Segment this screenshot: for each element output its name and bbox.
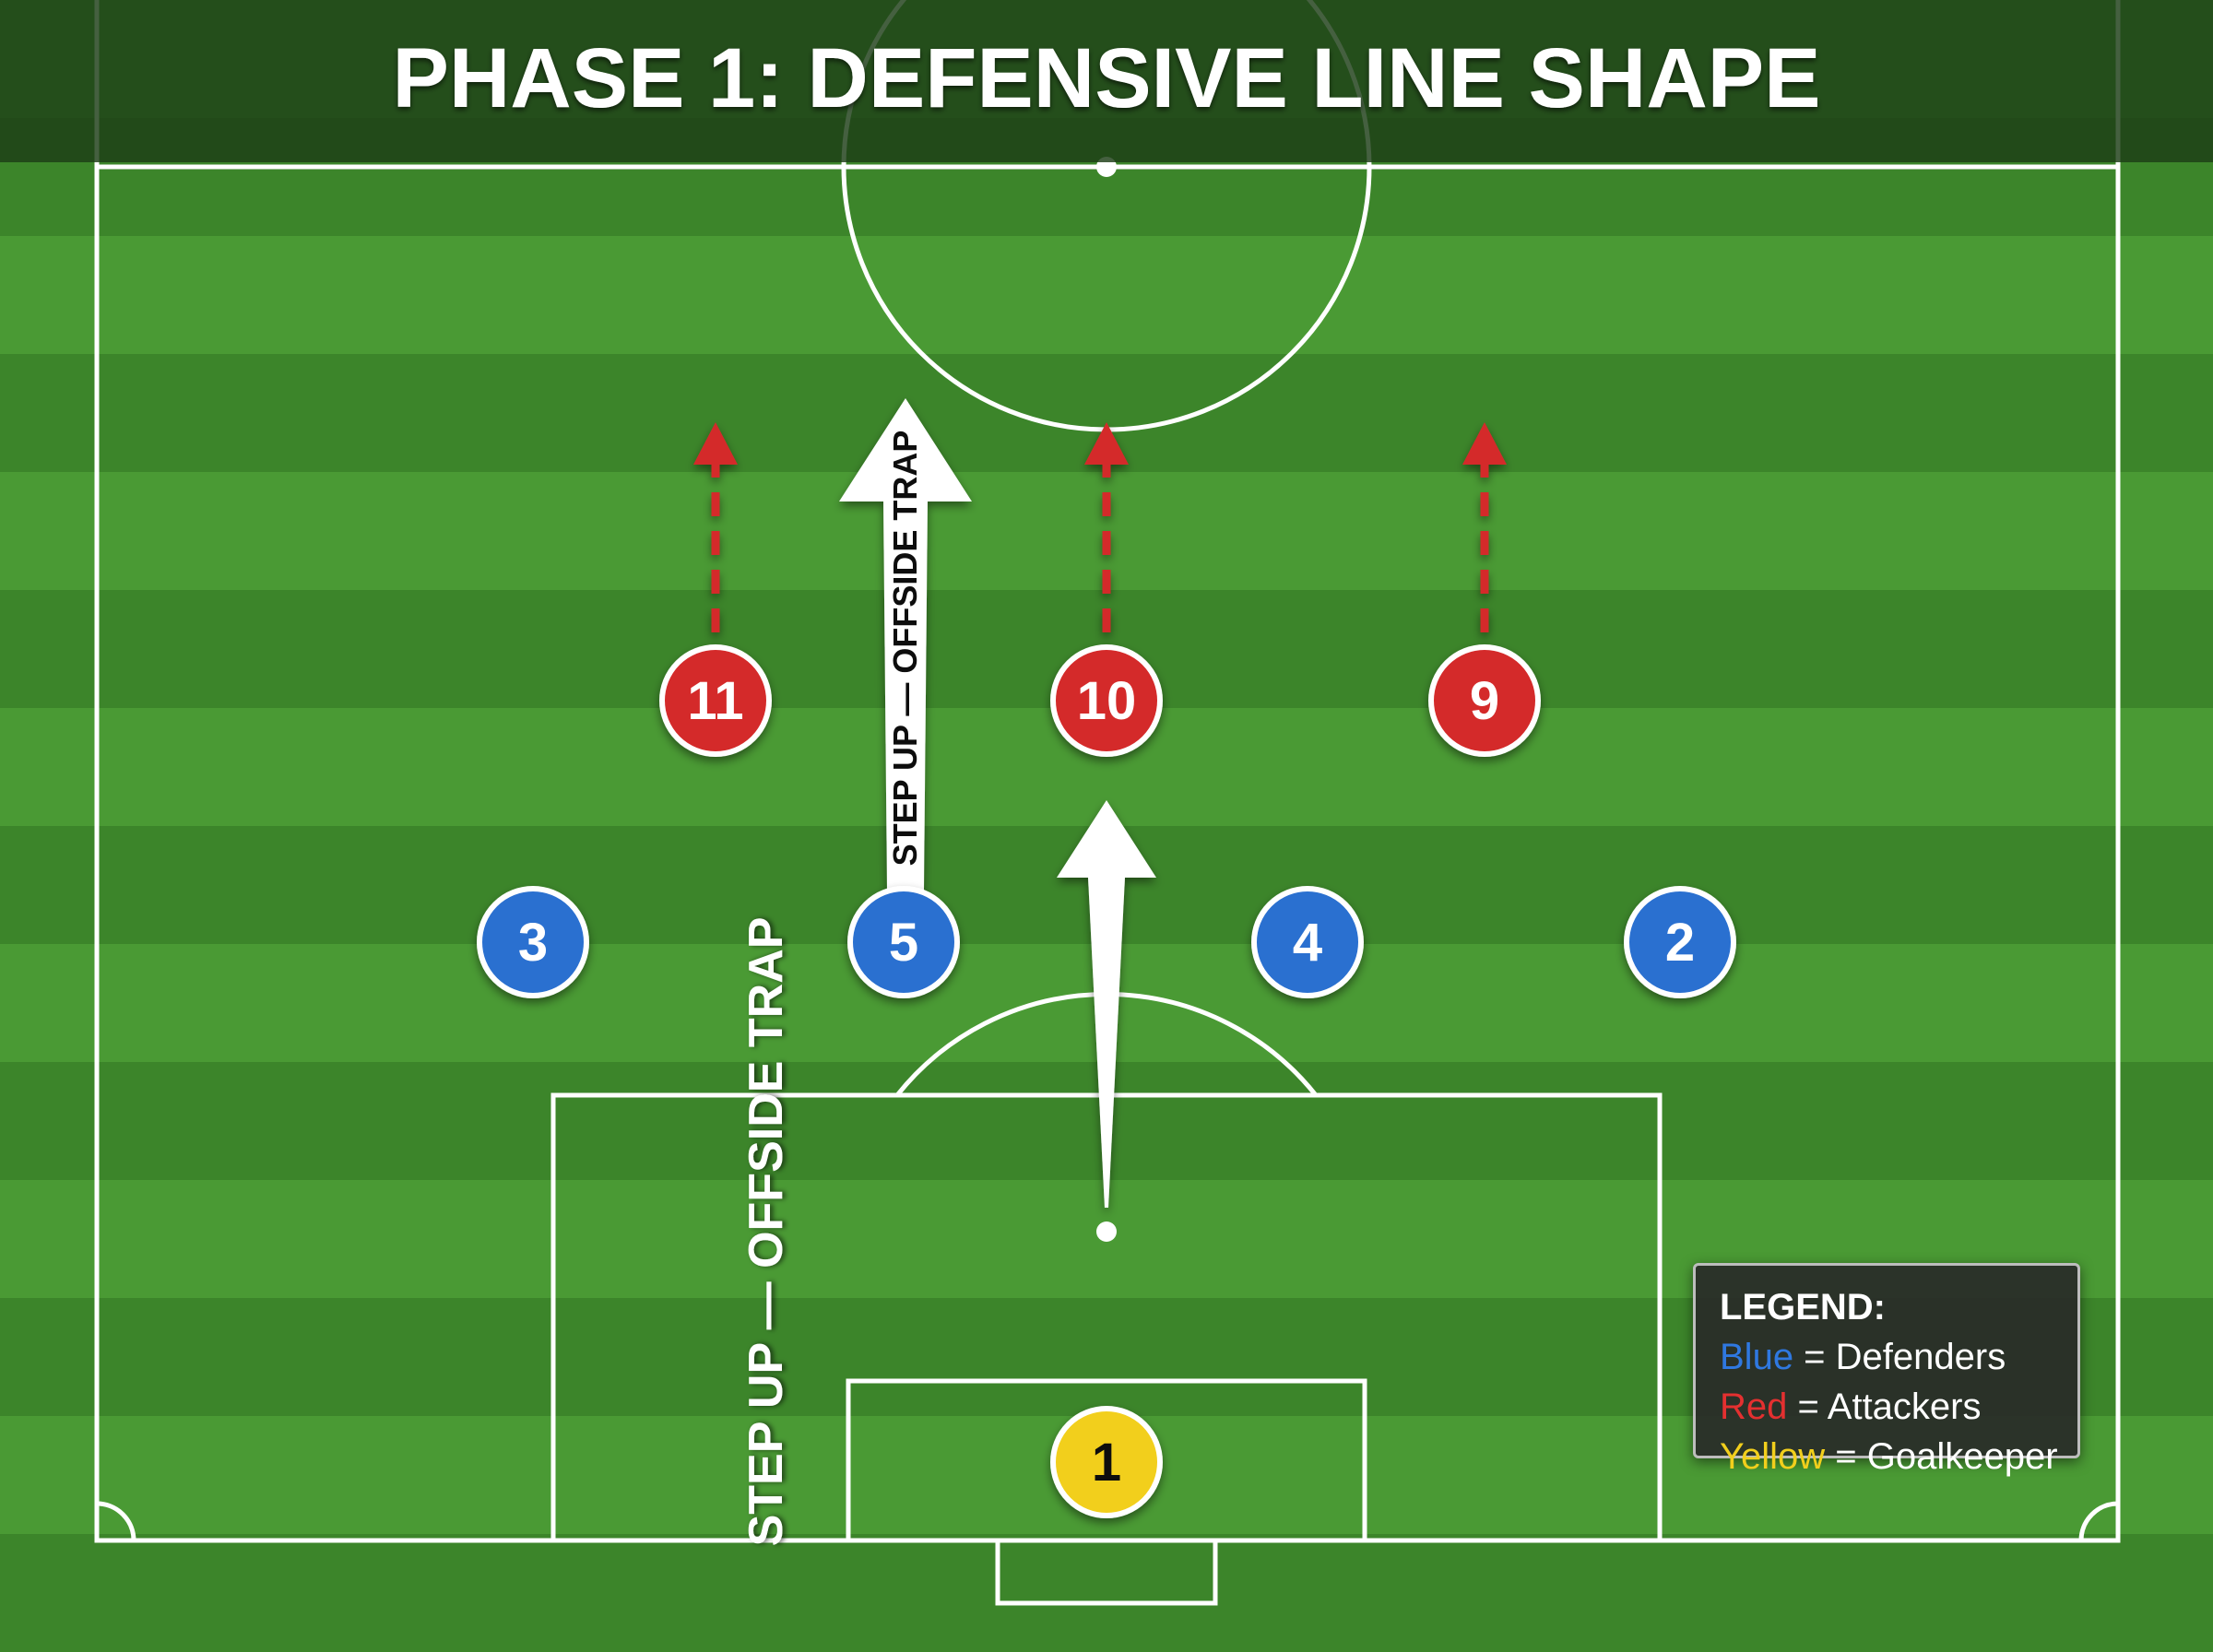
player-marker bbox=[1251, 886, 1364, 998]
attacker-run-arrows bbox=[693, 422, 1507, 632]
player-marker bbox=[659, 644, 772, 757]
legend-title: LEGEND: bbox=[1720, 1287, 1886, 1328]
grass-stripe bbox=[0, 1534, 2213, 1652]
legend-color-word: Blue bbox=[1720, 1337, 1794, 1377]
legend-item-goalkeeper: Yellow = Goalkeeper bbox=[1720, 1432, 2058, 1481]
goal bbox=[995, 1538, 1218, 1606]
player-number: 4 bbox=[1293, 913, 1322, 973]
defender-2[interactable]: 2 bbox=[1624, 886, 1736, 998]
players-layer: 3 5 4 2 11 10 9 1 bbox=[477, 644, 1736, 1518]
run-arrow-10 bbox=[1084, 422, 1129, 632]
attacker-11[interactable]: 11 bbox=[659, 644, 772, 757]
player-marker bbox=[1624, 886, 1736, 998]
defender-3[interactable]: 3 bbox=[477, 886, 589, 998]
penalty-spot bbox=[1096, 1221, 1117, 1242]
step-up-arrow-label: STEP UP — OFFSIDE TRAP bbox=[886, 431, 924, 867]
title-band bbox=[0, 0, 2213, 162]
legend-item-attackers: Red = Attackers bbox=[1720, 1382, 2053, 1432]
legend-description: = Attackers bbox=[1787, 1386, 1982, 1427]
side-offside-label: STEP UP — OFFSIDE TRAP bbox=[740, 917, 793, 1547]
legend-color-word: Red bbox=[1720, 1386, 1788, 1427]
run-arrow-9 bbox=[1462, 422, 1507, 632]
player-marker bbox=[477, 886, 589, 998]
defender-4[interactable]: 4 bbox=[1251, 886, 1364, 998]
defender-5[interactable]: 5 bbox=[847, 886, 960, 998]
player-number: 5 bbox=[889, 913, 918, 973]
player-marker bbox=[847, 886, 960, 998]
player-number: 9 bbox=[1470, 671, 1499, 731]
player-number: 1 bbox=[1092, 1433, 1121, 1493]
attacker-9[interactable]: 9 bbox=[1428, 644, 1541, 757]
corner-arc-left bbox=[96, 1501, 136, 1541]
legend-description: = Defenders bbox=[1793, 1337, 2006, 1377]
legend-description: = Goalkeeper bbox=[1825, 1436, 2058, 1477]
forward-push-arrow bbox=[1057, 800, 1156, 1208]
step-up-arrow: STEP UP — OFFSIDE TRAP bbox=[839, 398, 972, 890]
player-marker bbox=[1428, 644, 1541, 757]
grass-stripe bbox=[0, 236, 2213, 354]
player-number: 11 bbox=[687, 671, 743, 731]
player-marker bbox=[1050, 644, 1163, 757]
goalkeeper-1[interactable]: 1 bbox=[1050, 1406, 1163, 1518]
player-number: 3 bbox=[518, 913, 548, 973]
step-up-arrow-shape bbox=[839, 398, 972, 890]
attacker-10[interactable]: 10 bbox=[1050, 644, 1163, 757]
page-title: PHASE 1: DEFENSIVE LINE SHAPE bbox=[393, 31, 1821, 125]
player-number: 10 bbox=[1077, 671, 1137, 731]
corner-arc-right bbox=[2078, 1501, 2119, 1541]
player-number: 2 bbox=[1665, 913, 1695, 973]
player-marker bbox=[1050, 1406, 1163, 1518]
legend-color-word: Yellow bbox=[1720, 1436, 1826, 1477]
run-arrow-11 bbox=[693, 422, 738, 632]
legend-box: LEGEND: Blue = Defenders Red = Attackers… bbox=[1693, 1263, 2080, 1477]
legend-item-defenders: Blue = Defenders bbox=[1720, 1332, 2053, 1382]
